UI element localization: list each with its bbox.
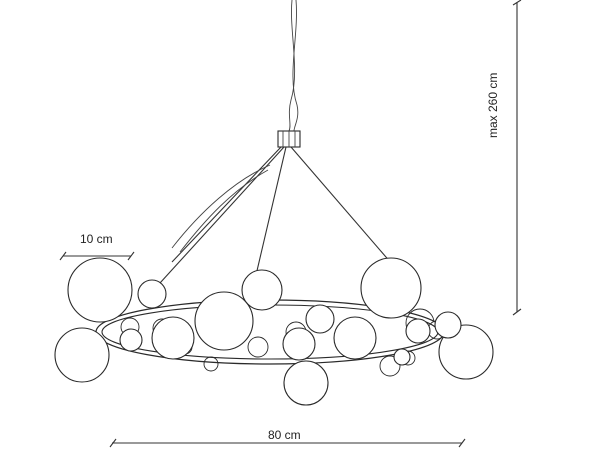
support-wires <box>159 146 393 284</box>
globe <box>203 356 219 372</box>
front-globes <box>54 257 494 406</box>
globe <box>54 327 110 383</box>
max-height-label: max 260 cm <box>486 73 500 138</box>
globe <box>282 327 316 361</box>
globe <box>405 318 431 344</box>
dimension-globe-width: 10 cm <box>59 232 135 261</box>
dimension-total-width: 80 cm <box>109 428 466 448</box>
suspension-cable <box>288 0 299 132</box>
globe <box>333 316 377 360</box>
globe <box>67 257 133 323</box>
globe <box>194 291 254 351</box>
globe <box>247 336 269 358</box>
globe <box>393 348 411 366</box>
globe <box>119 328 143 352</box>
globe-width-label: 10 cm <box>80 232 113 246</box>
globe <box>434 311 462 339</box>
globe <box>241 269 283 311</box>
globe <box>137 279 167 309</box>
dimension-max-height: max 260 cm <box>486 0 522 316</box>
globe <box>283 360 329 406</box>
globe <box>438 324 494 380</box>
globe <box>305 304 335 334</box>
total-width-label: 80 cm <box>268 428 301 442</box>
globe <box>360 257 422 319</box>
globe <box>151 316 195 360</box>
canopy-connector <box>277 130 301 148</box>
